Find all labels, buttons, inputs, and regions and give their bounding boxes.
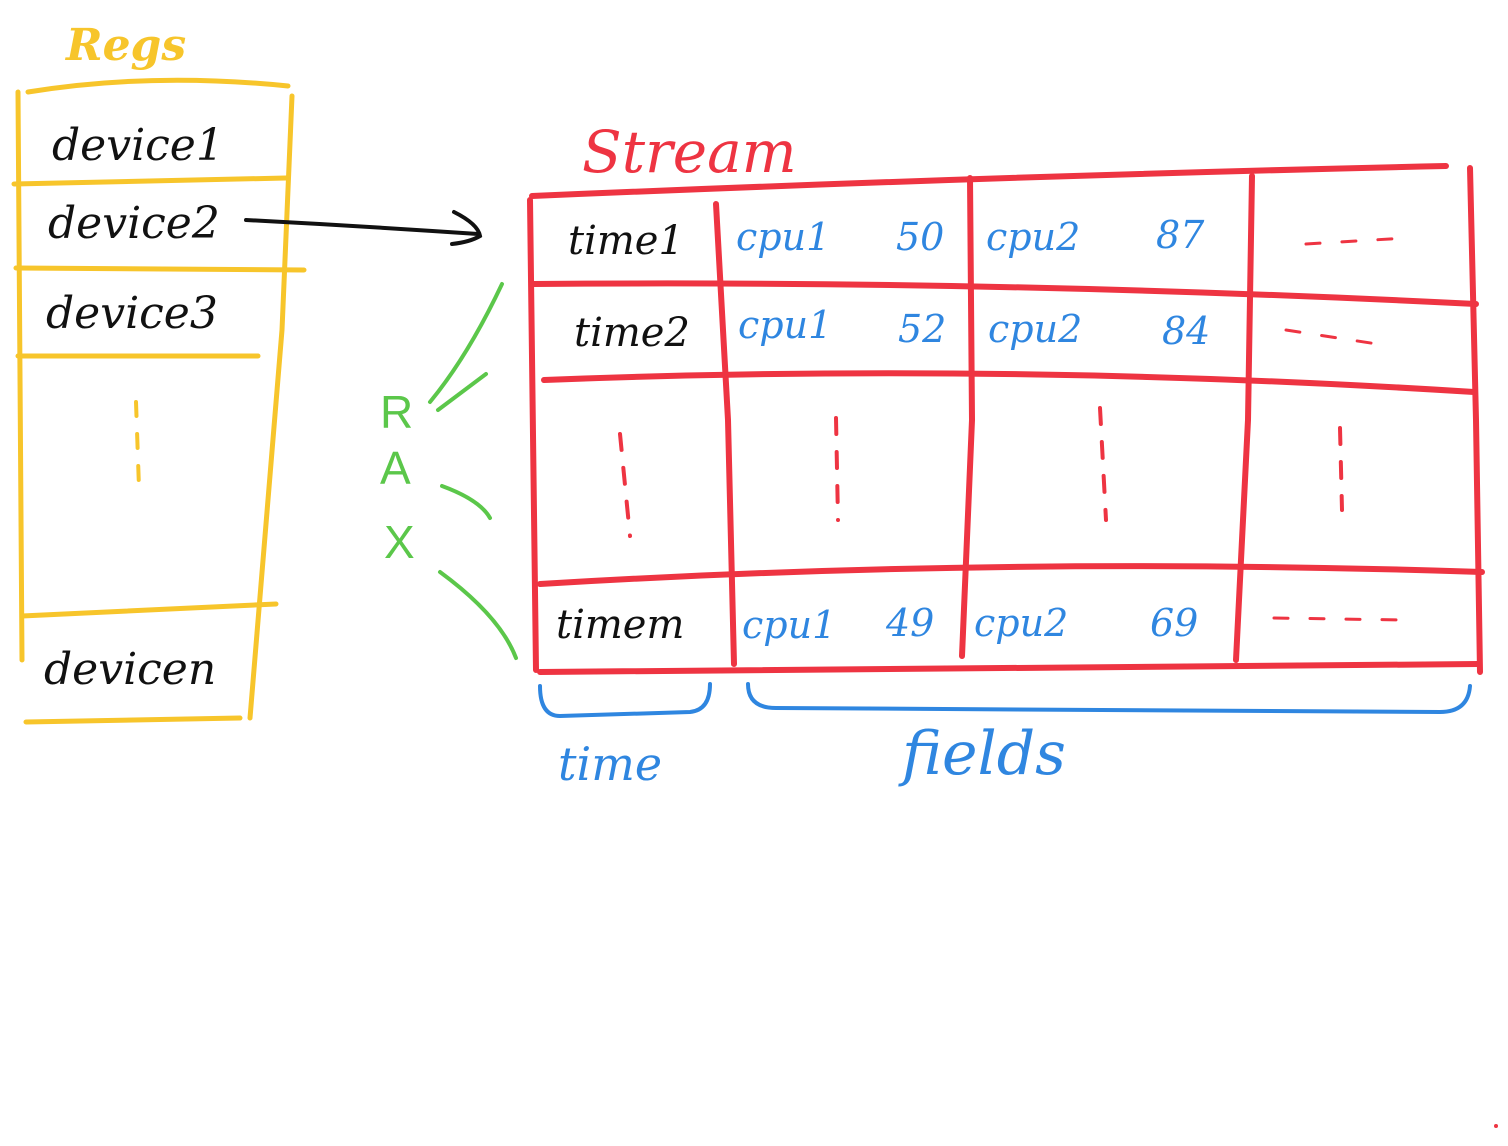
stream-title: Stream: [582, 118, 797, 186]
stream-row-2-cpu2-value: 84: [1162, 309, 1210, 353]
regs-divider-4: [19, 601, 279, 619]
stream-row-1-time: time1: [568, 218, 684, 264]
stream-col-divider-2: [959, 175, 976, 659]
stream-row-divider-1: [531, 280, 1479, 307]
stream-row-1-cpu2-value: 87: [1156, 213, 1205, 257]
regs-device-3: device3: [46, 288, 218, 339]
stream-ellipsis-col-3: [1098, 406, 1108, 522]
stream-more-fields-row-3: [1272, 616, 1406, 622]
stray-dot: [1494, 1124, 1498, 1128]
stream-row-1-cpu1-value: 50: [896, 215, 944, 259]
stream-row-divider-2: [541, 370, 1477, 395]
stream-row-m-time: timem: [556, 602, 684, 648]
time-brace-label: time: [558, 737, 662, 791]
stream-group: Stream time1 cpu1 50 cpu2 87 time2 cpu1 …: [527, 118, 1485, 675]
rax-letter-r: R: [380, 386, 413, 438]
stream-row-m-cpu1-label: cpu1: [742, 603, 836, 647]
stream-row-2-cpu2-label: cpu2: [988, 307, 1082, 351]
stream-row-2-cpu1-value: 52: [898, 307, 946, 351]
stream-row-1-cpu1-label: cpu1: [736, 215, 830, 259]
regs-title: Regs: [64, 20, 186, 71]
stream-more-fields-row-1: [1304, 236, 1408, 246]
stream-border-right: [1467, 165, 1483, 675]
stream-col-divider-3: [1233, 173, 1255, 663]
arrow-head: [450, 210, 483, 246]
stream-row-1-cpu2-label: cpu2: [986, 215, 1080, 259]
stream-col-divider-1: [713, 201, 737, 667]
stream-more-fields-row-2: [1284, 328, 1392, 348]
stream-row-m-cpu2-label: cpu2: [974, 601, 1068, 645]
rax-stroke-4: [438, 570, 518, 660]
fields-brace: [746, 682, 1472, 715]
regs-box-bottom: [23, 715, 243, 725]
rax-stroke-1: [428, 282, 504, 404]
arrow-shaft: [244, 218, 480, 236]
time-brace: [538, 682, 712, 719]
regs-group: Regs device1 device2 device3 devicen: [11, 20, 307, 725]
regs-device-2: device2: [48, 198, 220, 249]
rax-stroke-2: [436, 372, 488, 412]
stream-border-bottom: [537, 661, 1481, 675]
stream-border-left: [527, 197, 539, 673]
stream-ellipsis-col-1: [618, 432, 632, 538]
stream-row-m-cpu2-value: 69: [1150, 601, 1198, 645]
stream-row-divider-3: [537, 563, 1485, 587]
rax-stroke-3: [440, 484, 492, 520]
regs-device-n: devicen: [44, 644, 216, 695]
bottom-braces: time fields: [538, 682, 1472, 791]
regs-ellipsis-dots: [134, 400, 141, 490]
regs-box-right: [247, 93, 295, 721]
stream-row-2-cpu1-label: cpu1: [738, 303, 832, 347]
regs-divider-1: [11, 175, 289, 187]
stream-row-m-cpu1-value: 49: [885, 601, 934, 645]
stream-row-2-time: time2: [574, 310, 690, 356]
regs-box-top: [25, 77, 291, 95]
stream-ellipsis-col-2: [834, 416, 840, 522]
stream-border-top: [529, 163, 1449, 199]
rax-letter-x: X: [384, 516, 415, 568]
fields-brace-label: fields: [898, 719, 1066, 789]
regs-box-left: [15, 89, 25, 663]
rax-group: R A X: [380, 282, 518, 660]
rax-letter-a: A: [380, 442, 411, 494]
regs-device-1: device1: [52, 120, 224, 171]
stream-ellipsis-col-4: [1338, 426, 1344, 512]
regs-divider-2: [13, 265, 307, 273]
device-to-stream-arrow: [244, 210, 483, 246]
